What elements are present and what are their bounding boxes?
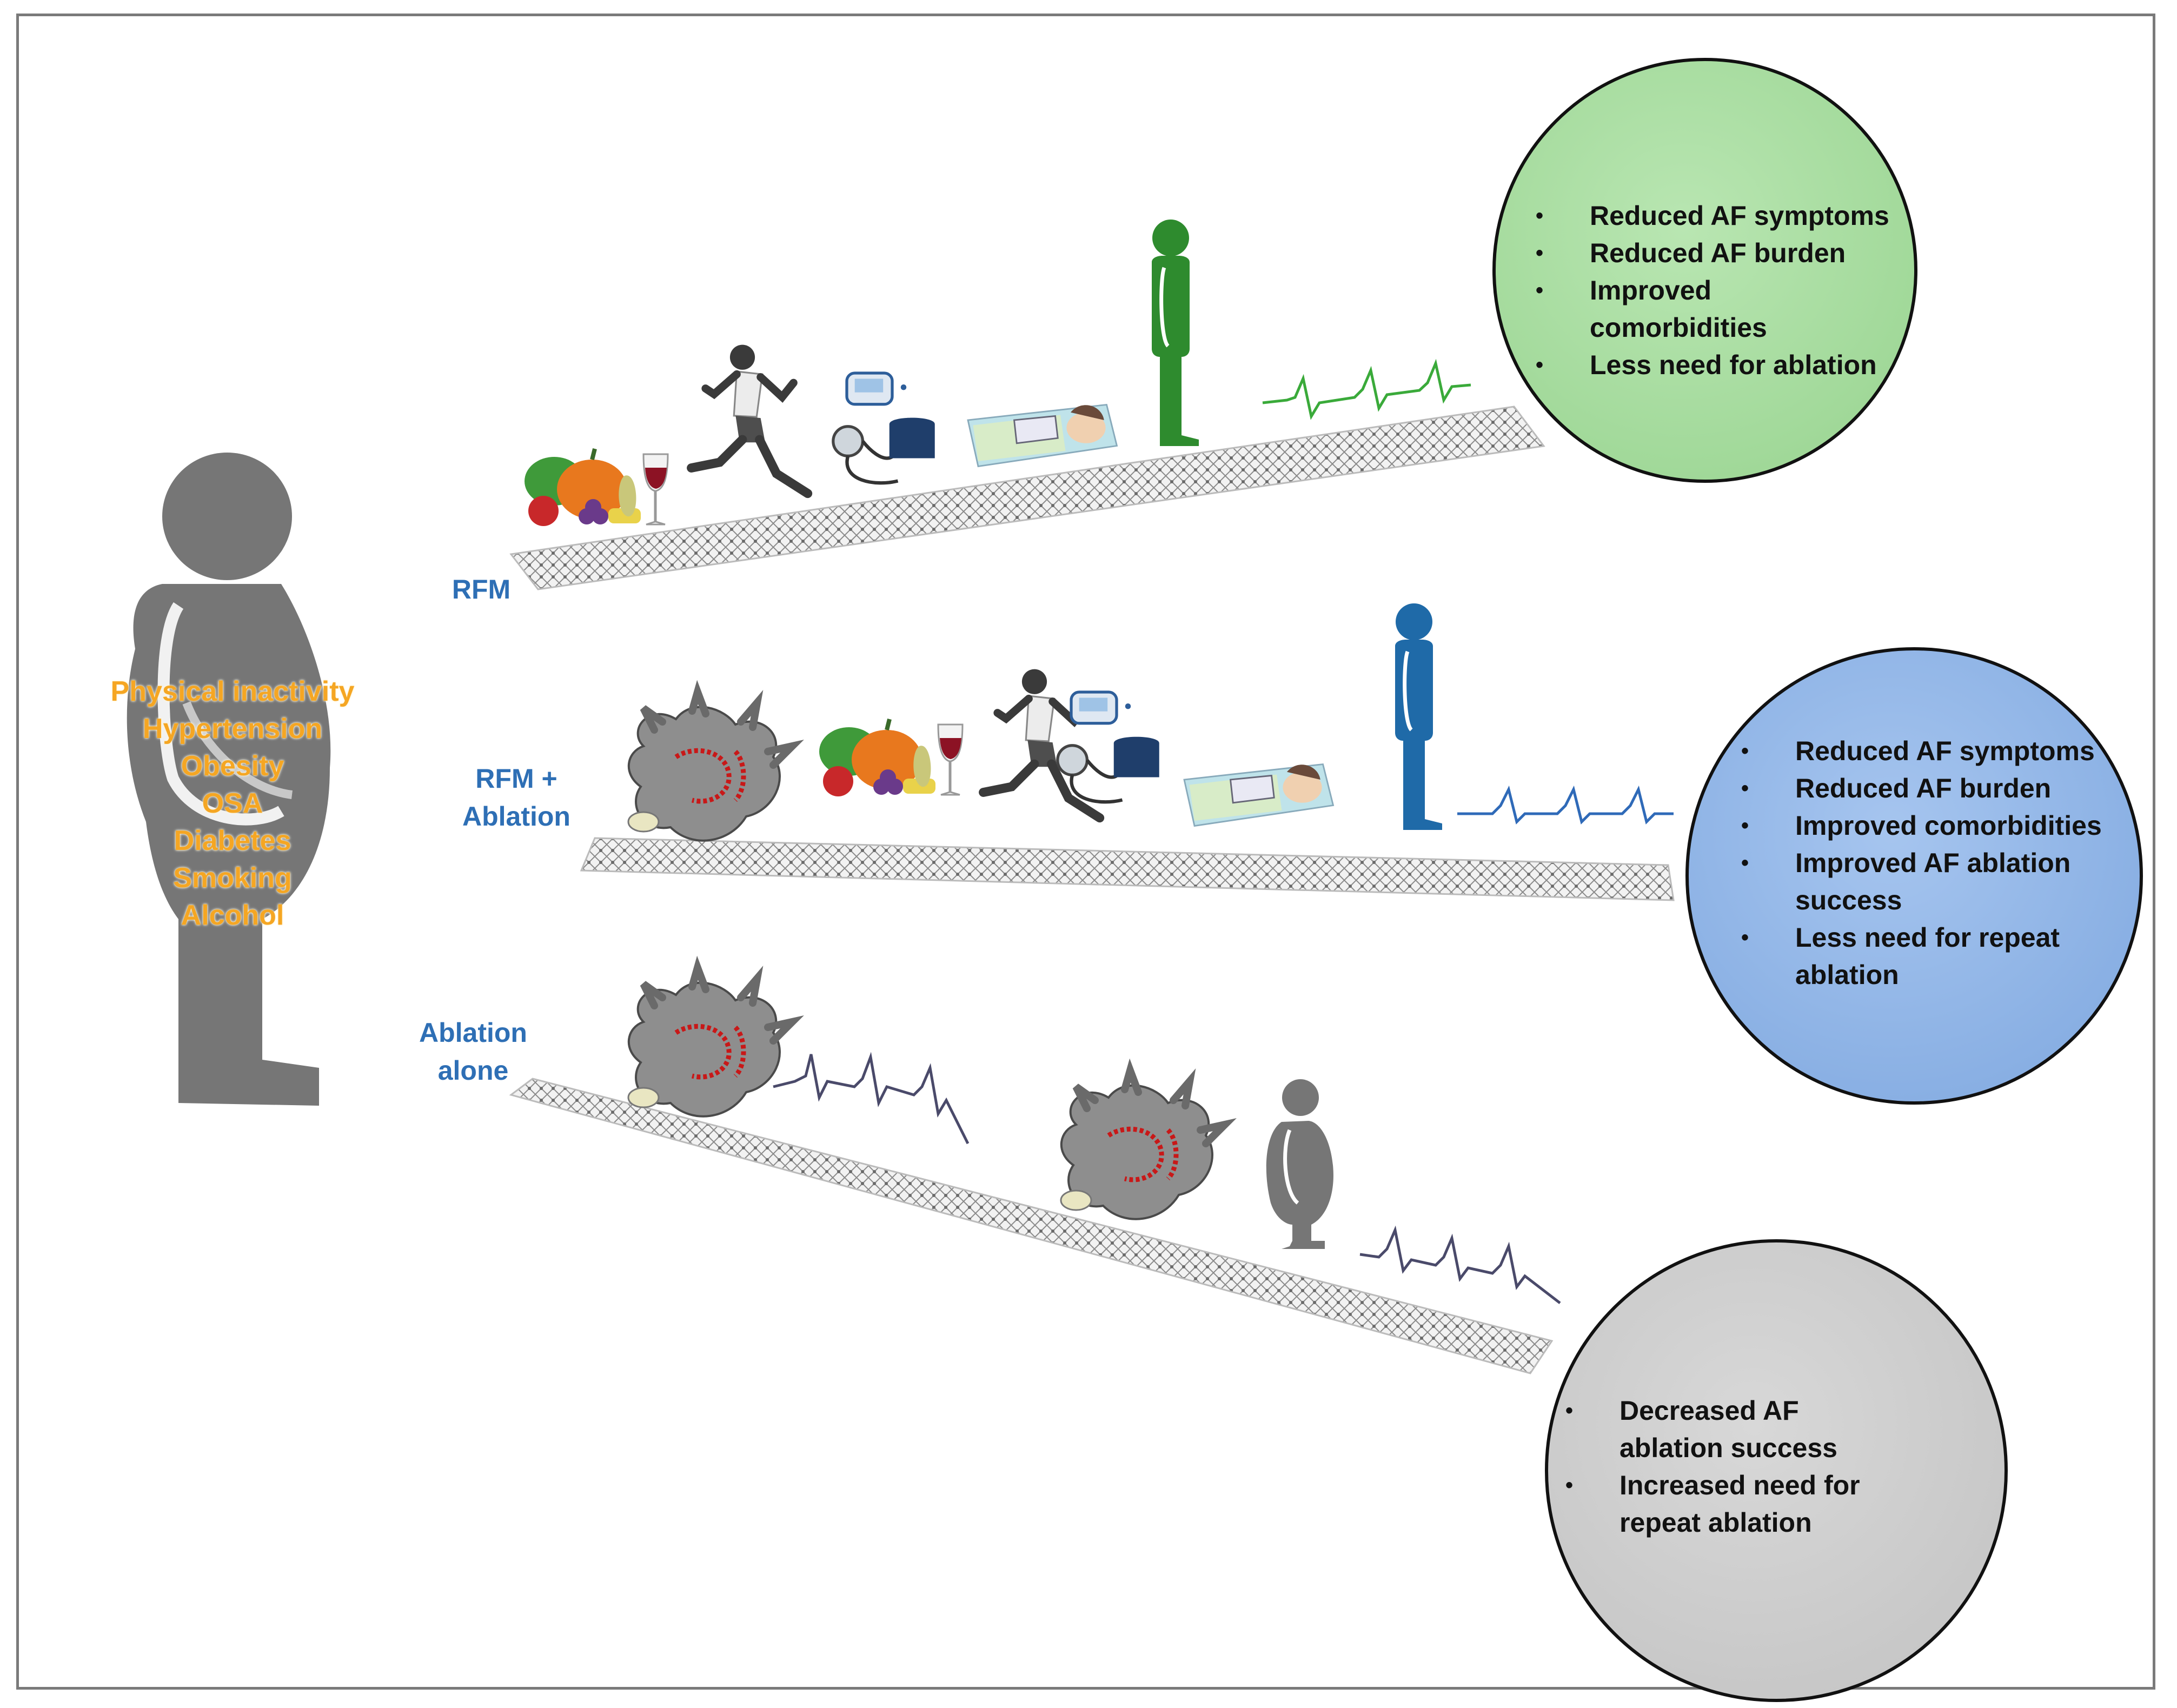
risk-factor: Diabetes (174, 825, 291, 856)
heart-ablation-map-icon (1061, 1071, 1225, 1219)
outcome-item: Reduced AF symptoms (1730, 733, 2120, 770)
standing-person-icon (1152, 220, 1199, 446)
sleeping-person-icon (967, 404, 1118, 467)
pathway-label-line: RFM + (475, 763, 557, 794)
rfm-track (509, 406, 1545, 590)
ecg-trace-icon (773, 1052, 970, 1145)
outcome-item: Reduced AF symptoms (1525, 197, 1893, 235)
standing-person-icon (1395, 603, 1442, 830)
pathway-label-line: Ablation (419, 1018, 527, 1048)
risk-factor: Obesity (181, 750, 284, 782)
outcome-list-rfm: Reduced AF symptoms Reduced AF burden Im… (1525, 197, 1893, 384)
outcome-item: Increased need for repeat ablation (1555, 1467, 1890, 1541)
risk-factor: Physical inactivity (110, 676, 355, 707)
heart-ablation-map-icon (628, 968, 792, 1116)
risk-factor-list: Physical inactivity Hypertension Obesity… (87, 673, 379, 934)
figure-frame (16, 14, 2155, 1690)
pathway-label-rfm-ablation: RFM + Ablation (449, 760, 584, 835)
sleeping-person-icon (1183, 763, 1334, 827)
outcome-item: Reduced AF burden (1730, 770, 2120, 807)
ecg-trace-icon (1359, 1225, 1561, 1304)
blood-pressure-monitor-icon (1058, 692, 1159, 802)
risk-factor: Alcohol (181, 900, 284, 931)
vegetables-icon (525, 449, 668, 526)
risk-factor: Smoking (173, 862, 292, 894)
outcome-item: Less need for repeat ablation (1730, 919, 2098, 994)
pathway-label-line: Ablation (462, 801, 570, 832)
overweight-person-icon (1266, 1079, 1333, 1249)
outcome-item: Improved comorbidities (1730, 807, 2120, 845)
risk-factor: Hypertension (142, 713, 323, 745)
outcome-item: Less need for ablation (1525, 347, 1893, 384)
vegetables-icon (819, 719, 963, 796)
outcome-list-ablation-alone: Decreased AF ablation success Increased … (1555, 1392, 1890, 1541)
risk-factor: OSA (202, 788, 263, 819)
outcome-list-rfm-ablation: Reduced AF symptoms Reduced AF burden Im… (1730, 733, 2120, 994)
runner-icon (692, 345, 808, 494)
heart-ablation-map-icon (628, 692, 792, 841)
outcome-item: Decreased AF ablation success (1555, 1392, 1890, 1467)
pathway-label-rfm: RFM (427, 570, 535, 608)
glucometer-icon (833, 373, 935, 483)
ablation-alone-track (509, 1078, 1554, 1374)
ecg-trace-icon (1262, 358, 1471, 420)
pathway-label-line: alone (437, 1055, 509, 1086)
rfm-ablation-track (580, 837, 1675, 901)
outcome-item: Reduced AF burden (1525, 235, 1893, 272)
outcome-item: Improved AF ablation success (1730, 845, 2098, 919)
obese-person-icon (127, 453, 331, 1106)
ecg-trace-icon (1457, 785, 1674, 825)
outcome-item: Improved comorbidities (1525, 272, 1893, 347)
pathway-label-line: RFM (452, 574, 511, 604)
pathway-label-ablation-alone: Ablation alone (406, 1014, 541, 1089)
